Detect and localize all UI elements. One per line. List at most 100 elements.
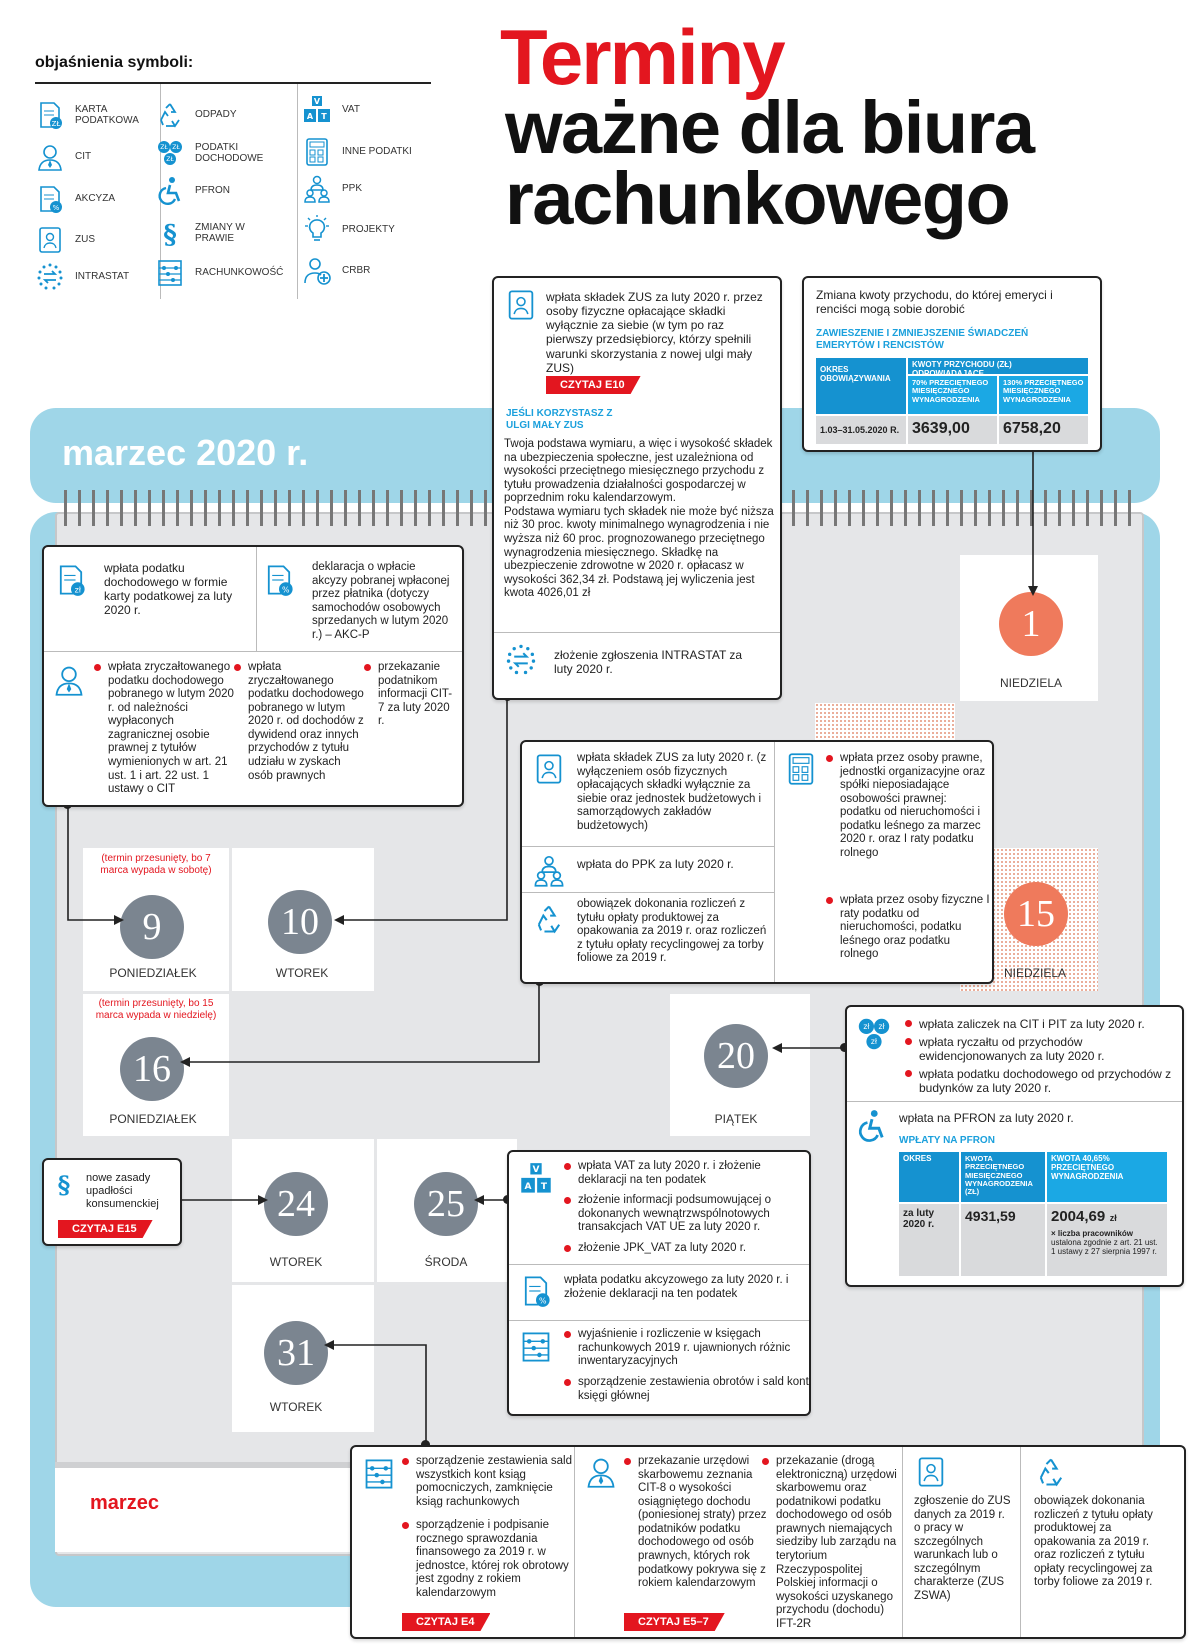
pfron-icon (855, 1109, 889, 1143)
table-header: OKRES (899, 1152, 959, 1202)
day-name: PONIEDZIAŁEK (109, 1112, 197, 1126)
divider (509, 1264, 809, 1265)
akcyza-text: wpłata podatku akcyzowego za luty 2020 r… (564, 1274, 789, 1300)
legend-label: ZMIANY W PRAWIE (195, 221, 245, 245)
legend-label: PPK (342, 183, 363, 195)
cit-icon (35, 142, 65, 172)
pfron-note: ustalona zgodnie z art. 21 ust. 1 ustawy… (1051, 1238, 1158, 1257)
cit-bullet: przekazanie urzędowi skarbowemu zeznania… (624, 1455, 768, 1591)
rachunkowosc-icon (155, 258, 185, 288)
legend-item: INNE PODATKI (302, 137, 422, 167)
day-number-9: 9 (120, 895, 184, 959)
czytaj-e4-link[interactable]: CZYTAJ E4 (402, 1613, 490, 1631)
day-note: (termin przesunięty, bo 7 marca wypada w… (100, 853, 212, 876)
pfron-icon (155, 176, 185, 206)
day-number-31: 31 (264, 1321, 328, 1385)
odpady-icon (532, 902, 566, 936)
czytaj-e5-7-link[interactable]: CZYTAJ E5–7 (624, 1613, 725, 1631)
zus-icon (914, 1455, 948, 1489)
day-number-15: 15 (1004, 882, 1068, 946)
footer-month: marzec (90, 1492, 159, 1514)
legend-divider (35, 82, 431, 84)
title-line-1: Terminy (500, 13, 786, 101)
legend-label: ZUS (75, 234, 95, 246)
crbr-icon (302, 256, 332, 286)
inne-podatki-icon (302, 137, 332, 167)
legend-column-separator (297, 84, 298, 299)
zus-text: wpłata składek ZUS za luty 2020 r. (z wy… (577, 752, 767, 832)
karta-podatkowa-icon: zł (35, 100, 65, 130)
svg-text:V: V (532, 1165, 539, 1175)
month-title: marzec 2020 r. (62, 432, 309, 473)
rachunkowosc-bullet: sporządzenie zestawienia sald wszystkich… (402, 1455, 576, 1509)
cit-bullet: wpłata zryczałtowanego podatku dochodowe… (234, 661, 366, 783)
title-line-2: ważne dla biura rachunkowego (505, 86, 1035, 241)
day-number-25: 25 (414, 1172, 478, 1236)
rachunkowosc-bullet: sporządzenie i podpisanie rocznego spraw… (402, 1519, 576, 1600)
svg-text:T: T (541, 1182, 548, 1192)
cit-bullet: wpłata zryczałtowanego podatku dochodowe… (94, 661, 238, 797)
svg-text:zł: zł (75, 585, 82, 594)
vat-bullet: złożenie JPK_VAT za luty 2020 r. (564, 1242, 808, 1256)
legend-item: ZUS (35, 225, 155, 255)
akcyza-icon: % (519, 1274, 553, 1308)
day-name: PIĄTEK (714, 1112, 758, 1126)
svg-text:zł: zł (160, 144, 168, 151)
zus-icon (504, 288, 538, 322)
inne-bullet: wpłata przez osoby prawne, jednostki org… (826, 752, 990, 861)
projekty-icon (302, 215, 332, 245)
connector-dot (840, 1043, 849, 1052)
svg-text:zł: zł (863, 1022, 870, 1031)
info-box-emeryci: Zmiana kwoty przychodu, do której emeryc… (802, 276, 1102, 452)
maly-zus-body: Twoja podstawa wymiaru, a więc i wysokoś… (504, 438, 774, 600)
day-number-10: 10 (268, 890, 332, 954)
pfron-note-bold: × liczba pracowników (1051, 1229, 1134, 1238)
legend-item: PROJEKTY (302, 215, 422, 245)
legend-label: PROJEKTY (342, 224, 395, 236)
inne-podatki-icon (784, 752, 818, 786)
cit-icon (52, 663, 86, 697)
table-cell: 6758,20 (999, 416, 1088, 444)
table-header: KWOTA PRZECIĘTNEGO MIESIĘCZNEGO WYNAGROD… (961, 1152, 1045, 1202)
legend-item: %AKCYZA (35, 184, 155, 214)
legend-item: CRBR (302, 256, 422, 286)
divider (774, 742, 775, 982)
table-cell: 4931,59 (961, 1204, 1045, 1276)
legend-label: CIT (75, 151, 92, 163)
divider (902, 1447, 903, 1637)
czytaj-e15-link[interactable]: CZYTAJ E15 (58, 1220, 153, 1238)
divider (522, 846, 774, 847)
table-cell: 3639,00 (908, 416, 997, 444)
czytaj-e10-link[interactable]: CZYTAJ E10 (546, 376, 641, 394)
info-box-day-31: sporządzenie zestawienia sald wszystkich… (350, 1445, 1186, 1639)
day-name: ŚRODA (424, 1255, 468, 1269)
zmiany-w-prawie-icon: § (155, 218, 185, 248)
vat-bullet: złożenie informacji podsumowującej o dok… (564, 1194, 808, 1235)
svg-text:A: A (525, 1182, 532, 1192)
day-name: PONIEDZIAŁEK (109, 966, 197, 980)
cit-icon (584, 1455, 618, 1489)
info-box-day-16: wpłata składek ZUS za luty 2020 r. (z wy… (520, 740, 994, 984)
svg-text:T: T (321, 112, 327, 121)
legend-item: PFRON (155, 176, 285, 206)
svg-text:A: A (307, 112, 314, 121)
table-header: KWOTY PRZYCHODU (ZŁ) ODPOWIADAJĄCE (908, 358, 1088, 378)
pfron-heading: WPŁATY NA PFRON (899, 1135, 995, 1146)
legend-label: VAT (342, 104, 360, 116)
divider (256, 547, 257, 651)
legend-item: RACHUNKOWOŚĆ (155, 258, 285, 288)
day-number-24: 24 (264, 1172, 328, 1236)
table-cell: 2004,69 zł × liczba pracowników ustalona… (1047, 1204, 1167, 1276)
day-name: WTOREK (269, 1400, 323, 1414)
legend-title: objaśnienia symboli: (35, 54, 194, 71)
inne-bullet: wpłata przez osoby fizyczne I raty podat… (826, 894, 990, 962)
svg-text:§: § (163, 220, 177, 248)
akcyza-text: deklaracja o wpłacie akcyzy pobranej wpł… (312, 561, 450, 641)
maly-zus-heading: JEŚLI KORZYSTASZ Z ULGI MAŁY ZUS (506, 408, 613, 431)
rachunkowosc-bullet: wyjaśnienie i rozliczenie w księgach rac… (564, 1328, 813, 1369)
intrastat-icon (504, 643, 538, 677)
table-cell: za luty 2020 r. (899, 1204, 959, 1276)
